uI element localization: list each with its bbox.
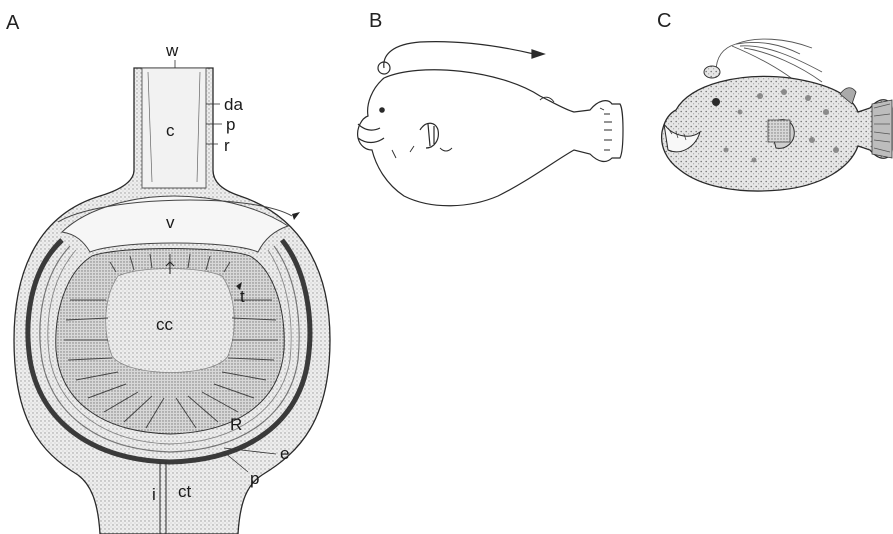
label-cc: cc	[156, 315, 174, 334]
label-t: t	[240, 287, 245, 306]
label-R: R	[230, 415, 242, 434]
label-c: c	[166, 121, 175, 140]
label-p-bottom: p	[250, 469, 259, 488]
esca-bulb-stippled	[704, 66, 720, 78]
label-r: r	[224, 136, 230, 155]
label-i: i	[152, 485, 156, 504]
label-da: da	[224, 95, 243, 114]
eye-dot	[380, 108, 384, 112]
anglerfish-outline-drawing	[358, 42, 623, 206]
label-v: v	[166, 213, 175, 232]
eye-stippled	[712, 98, 720, 106]
label-p-top: p	[226, 115, 235, 134]
arrowhead-marker	[292, 212, 300, 220]
esca-section-diagram: w da p c r v t cc R e p ct i	[14, 41, 330, 534]
anglerfish-stippled-drawing	[662, 39, 892, 191]
label-ct: ct	[178, 482, 192, 501]
label-w: w	[165, 41, 179, 60]
label-e: e	[280, 444, 289, 463]
